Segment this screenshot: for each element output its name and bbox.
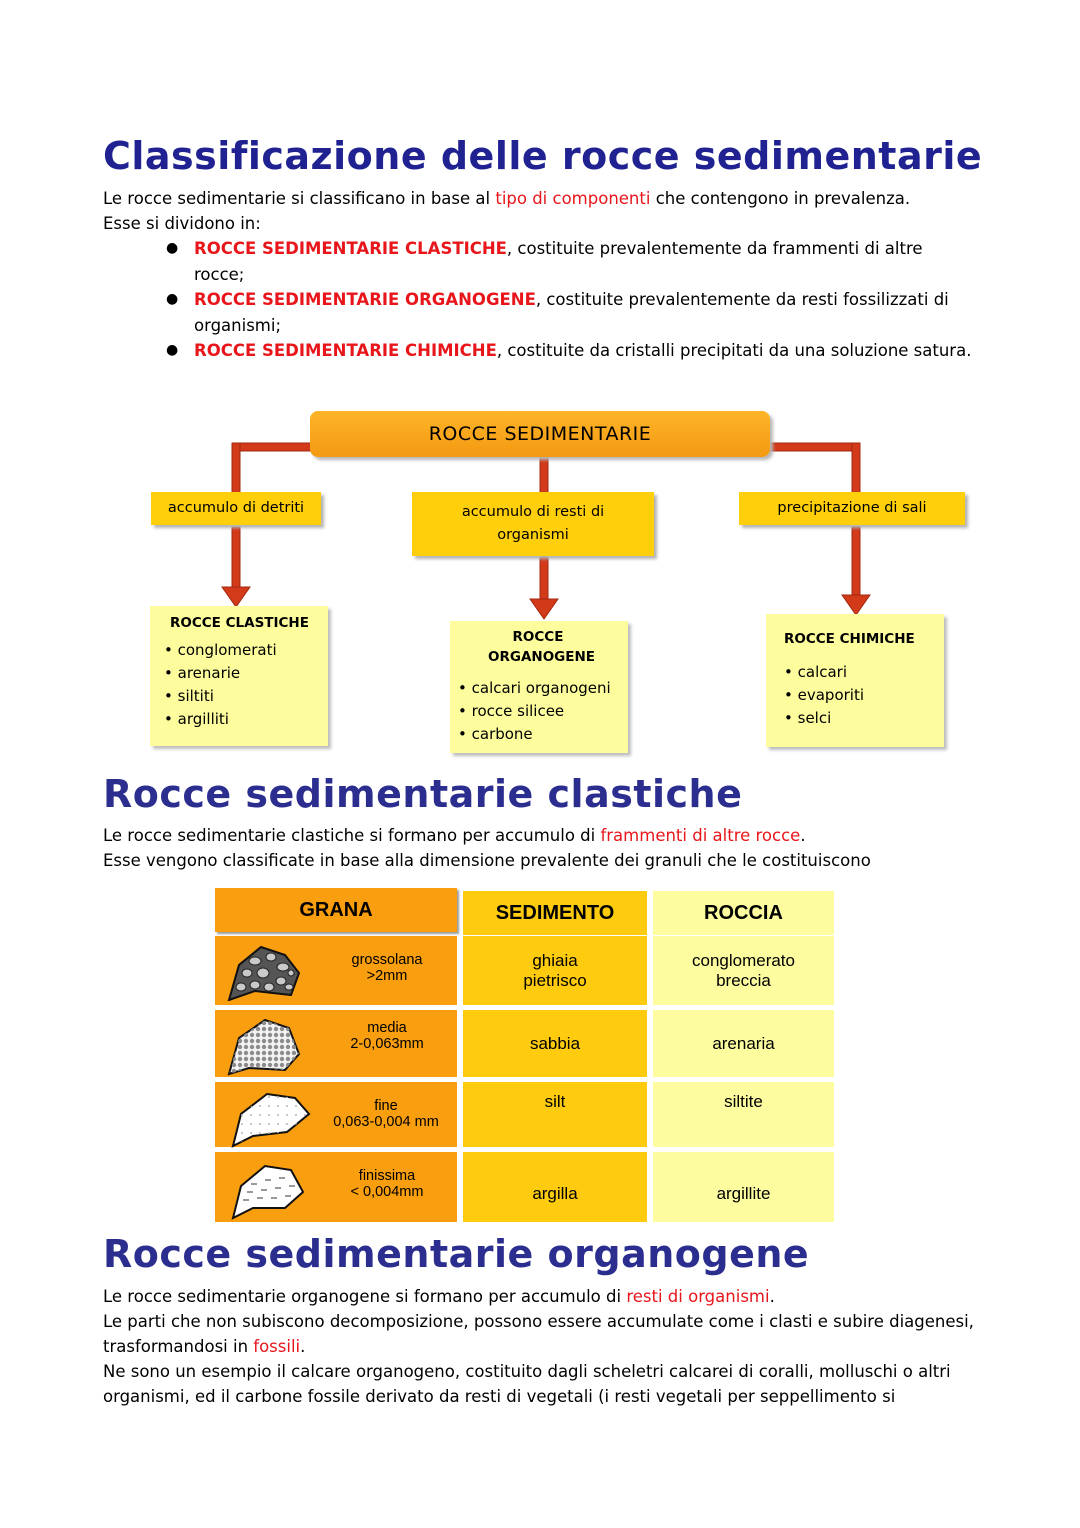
table-cell-sediment: silt [463, 1082, 647, 1147]
rock-list-item: carbone [458, 723, 628, 746]
bullet-item-organogene: ● ROCCE SEDIMENTARIE ORGANOGENE, costitu… [166, 290, 949, 335]
organogene-paragraph-line4: Ne sono un esempio il calcare organogeno… [103, 1362, 951, 1381]
intro-paragraph-line1: Le rocce sedimentarie si classificano in… [103, 189, 911, 208]
clastiche-paragraph-line2: Esse vengono classificate in base alla d… [103, 851, 871, 870]
grain-medium-icon [227, 1018, 301, 1076]
diagram-connectors [221, 442, 871, 620]
rock-list-chimiche: calcari evaporiti selci [784, 661, 944, 730]
table-cell-sediment: sabbia [463, 1010, 647, 1077]
section-title-clastiche: Rocce sedimentarie clastiche [103, 772, 743, 816]
bullet-item-clastiche: ● ROCCE SEDIMENTARIE CLASTICHE, costitui… [166, 239, 923, 284]
rock-box-title: ROCCE ORGANOGENE [488, 629, 595, 665]
highlight-tipo-componenti: tipo di componenti [495, 189, 651, 208]
arrow-right-shaft [851, 526, 861, 598]
organogene-paragraph-line3: trasformandosi in fossili. [103, 1337, 306, 1356]
rock-list-item: argilliti [164, 708, 328, 731]
process-box-organismi: accumulo di resti di organismi [412, 492, 654, 556]
grain-very-fine-icon [231, 1164, 305, 1220]
arrow-right-head [841, 594, 871, 616]
arrow-left-shaft [231, 526, 241, 590]
rock-box-title: ROCCE CLASTICHE [170, 615, 309, 631]
rock-box-title: ROCCE CHIMICHE [784, 631, 915, 647]
section-title-organogene: Rocce sedimentarie organogene [103, 1232, 810, 1276]
connector-left-h [231, 442, 313, 452]
table-cell-rock: argillite [653, 1152, 834, 1222]
table-cell-sediment: argilla [463, 1152, 647, 1222]
highlight-resti-organismi: resti di organismi [626, 1287, 770, 1306]
section-title-classificazione: Classificazione delle rocce sedimentarie [103, 134, 983, 178]
connector-right-h [769, 442, 861, 452]
organogene-paragraph-line5: organismi, ed il carbone fossile derivat… [103, 1387, 896, 1406]
table-cell-rock: conglomerato breccia [653, 936, 834, 1005]
connector-left-v [231, 442, 241, 494]
table-row-finissima-grain: finissima< 0,004mm [215, 1152, 457, 1222]
table-header-roccia: ROCCIA [653, 891, 834, 935]
rock-box-chimiche: ROCCE CHIMICHE calcari evaporiti selci [766, 614, 944, 747]
organogene-paragraph-line2: Le parti che non subiscono decomposizion… [103, 1312, 974, 1331]
rock-list-item: calcari [784, 661, 944, 684]
table-cell-rock: siltite [653, 1082, 834, 1147]
arrow-mid-shaft [539, 556, 549, 602]
process-box-detriti: accumulo di detriti [151, 492, 321, 525]
highlight-fossili: fossili [253, 1337, 301, 1356]
rock-list-clastiche: conglomerati arenarie siltiti argilliti [164, 639, 328, 731]
rock-list-item: selci [784, 707, 944, 730]
grain-fine-icon [231, 1092, 311, 1148]
organogene-paragraph-line1: Le rocce sedimentarie organogene si form… [103, 1287, 775, 1306]
intro-paragraph-line2: Esse si dividono in: [103, 214, 261, 233]
connector-right-v [851, 442, 861, 494]
arrow-left-head [221, 586, 251, 608]
grain-size-label: grossolana>2mm [351, 952, 423, 984]
table-header-sedimento: SEDIMENTO [463, 891, 647, 935]
rock-box-organogene: ROCCE ORGANOGENE calcari organogeni rocc… [450, 621, 628, 753]
rock-list-item: calcari organogeni [458, 677, 628, 700]
grain-size-label: finissima< 0,004mm [350, 1168, 424, 1200]
classification-diagram: ROCCE SEDIMENTARIE accumulo di detriti a… [140, 405, 980, 765]
rock-list-item: siltiti [164, 685, 328, 708]
arrow-mid-head [529, 598, 559, 620]
connector-mid-v [539, 456, 549, 494]
clastiche-paragraph-line1: Le rocce sedimentarie clastiche si forma… [103, 826, 806, 845]
rock-list-item: rocce silicee [458, 700, 628, 723]
rock-list-item: arenarie [164, 662, 328, 685]
highlight-frammenti: frammenti di altre rocce [600, 826, 801, 845]
grain-coarse-icon [227, 945, 301, 1001]
rock-list-organogene: calcari organogeni rocce silicee carbone [458, 677, 628, 746]
table-header-grana: GRANA [215, 888, 457, 932]
table-cell-sediment: ghiaia pietrisco [463, 936, 647, 1005]
bullet-item-chimiche: ● ROCCE SEDIMENTARIE CHIMICHE, costituit… [166, 341, 972, 360]
rock-list-item: evaporiti [784, 684, 944, 707]
rock-box-clastiche: ROCCE CLASTICHE conglomerati arenarie si… [150, 606, 328, 746]
grain-size-table: GRANA SEDIMENTO ROCCIA grossolana>2mm gh… [215, 888, 840, 1223]
diagram-root-box: ROCCE SEDIMENTARIE [310, 411, 770, 457]
table-row-grossolana-grain: grossolana>2mm [215, 936, 457, 1005]
rock-list-item: conglomerati [164, 639, 328, 662]
table-cell-rock: arenaria [653, 1010, 834, 1077]
process-box-sali: precipitazione di sali [739, 492, 965, 525]
